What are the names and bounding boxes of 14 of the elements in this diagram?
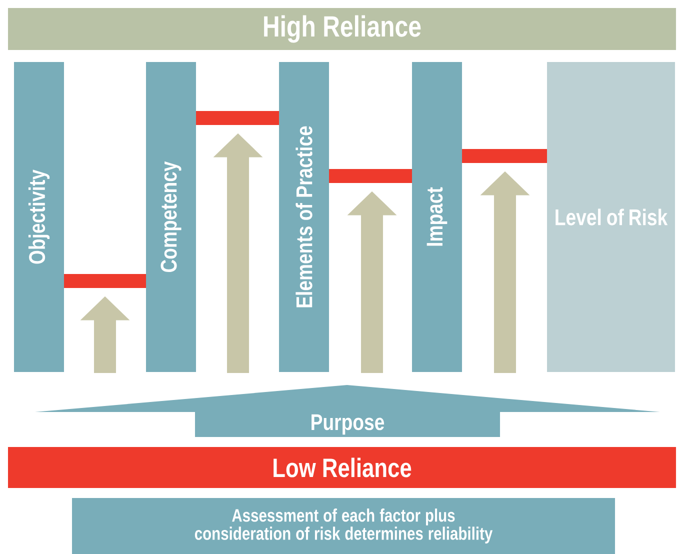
threshold-bar: [462, 149, 547, 163]
threshold-bar: [64, 274, 146, 288]
factor-column: Competency: [146, 62, 196, 372]
factor-column: Impact: [412, 62, 462, 372]
threshold-bar: [196, 111, 279, 125]
purpose-base: Purpose: [35, 385, 660, 437]
factor-column: Elements of Practice: [279, 62, 329, 372]
factor-column: Objectivity: [14, 62, 64, 372]
risk-column: Level of Risk: [547, 62, 675, 372]
heading-band: High Reliance: [8, 8, 676, 50]
heading-band: Low Reliance: [8, 447, 676, 488]
note-box: Assessment of each factor plus consideration of risk determines reliability: [72, 498, 615, 554]
threshold-bar: [329, 169, 412, 183]
node-label: Purpose: [312, 414, 384, 435]
